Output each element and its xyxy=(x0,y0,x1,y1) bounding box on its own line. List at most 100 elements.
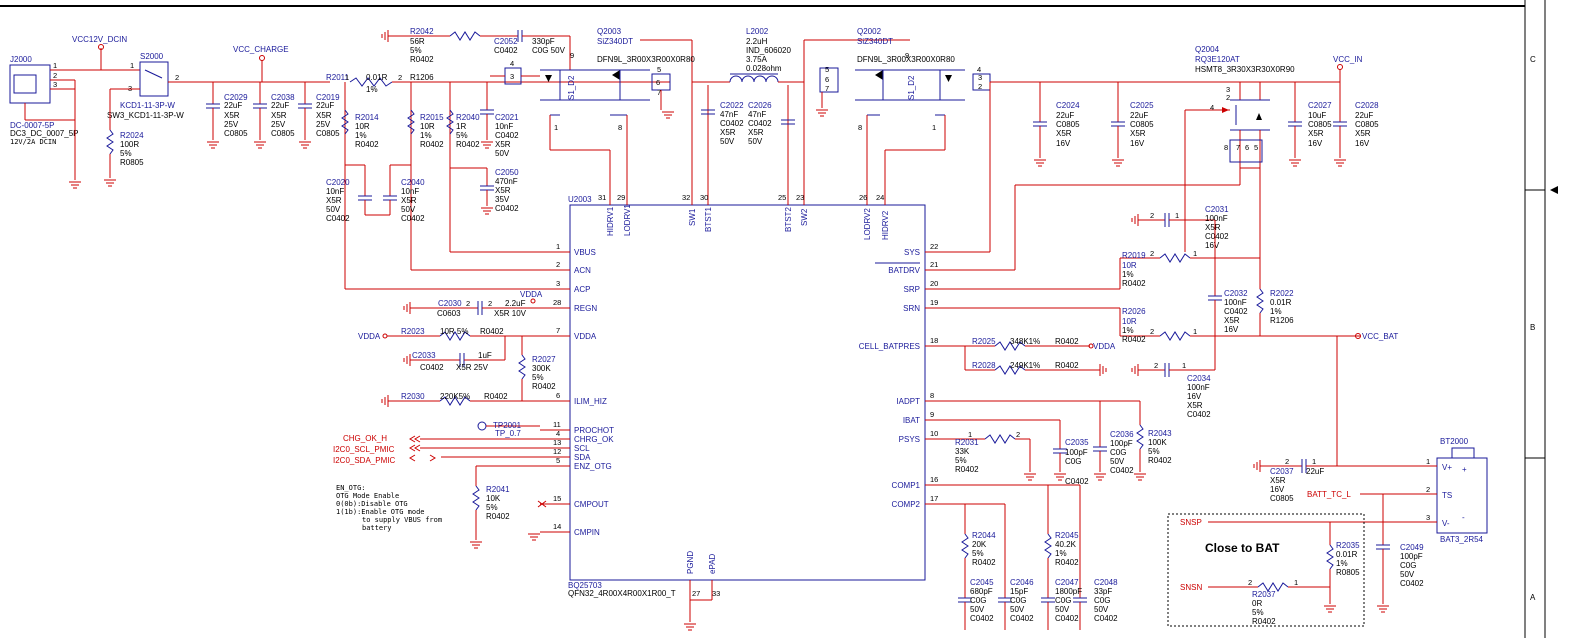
svg-text:16V: 16V xyxy=(1270,485,1285,494)
svg-text:1: 1 xyxy=(1294,578,1298,587)
svg-text:COMP1: COMP1 xyxy=(892,481,921,490)
svg-text:20K: 20K xyxy=(972,540,987,549)
svg-text:C0402: C0402 xyxy=(1065,477,1089,486)
svg-text:100nF: 100nF xyxy=(1224,298,1247,307)
net-vdda-r2023: VDDA xyxy=(358,332,381,341)
svg-text:1%: 1% xyxy=(1336,559,1348,568)
svg-text:R0402: R0402 xyxy=(1122,279,1146,288)
svg-text:7: 7 xyxy=(1236,143,1240,152)
svg-text:X5R: X5R xyxy=(495,140,511,149)
svg-text:25V: 25V xyxy=(271,120,286,129)
svg-text:35V: 35V xyxy=(495,195,510,204)
svg-text:2: 2 xyxy=(1016,430,1020,439)
svg-text:10R: 10R xyxy=(355,122,370,131)
svg-text:50V: 50V xyxy=(401,205,416,214)
svg-text:9: 9 xyxy=(930,410,934,419)
svg-text:C2020: C2020 xyxy=(326,178,350,187)
svg-text:1%: 1% xyxy=(1122,270,1134,279)
svg-text:R2031: R2031 xyxy=(955,438,979,447)
svg-text:C0402: C0402 xyxy=(1224,307,1248,316)
svg-text:15: 15 xyxy=(553,494,561,503)
svg-text:249K1%: 249K1% xyxy=(1010,361,1040,370)
svg-text:C2035: C2035 xyxy=(1065,438,1089,447)
net-snsp: SNSP xyxy=(1180,518,1202,527)
svg-text:C2030: C2030 xyxy=(438,299,462,308)
svg-text:C2040: C2040 xyxy=(401,178,425,187)
svg-text:R0402: R0402 xyxy=(955,465,979,474)
svg-text:R2042: R2042 xyxy=(410,27,434,36)
border-zone-c: C xyxy=(1530,55,1536,64)
svg-text:C0402: C0402 xyxy=(1094,614,1118,623)
r2023: VDDA R2023 10R 5% R0402 xyxy=(358,327,540,341)
svg-text:C0402: C0402 xyxy=(326,214,350,223)
svg-text:50V: 50V xyxy=(720,137,735,146)
svg-text:REGN: REGN xyxy=(574,304,597,313)
svg-text:33K: 33K xyxy=(955,447,970,456)
svg-text:10R: 10R xyxy=(1122,317,1137,326)
svg-text:CELL_BATPRES: CELL_BATPRES xyxy=(859,342,920,351)
svg-text:3: 3 xyxy=(510,72,514,81)
svg-text:4: 4 xyxy=(510,59,514,68)
svg-text:PGND: PGND xyxy=(686,551,695,574)
svg-text:C2036: C2036 xyxy=(1110,430,1134,439)
svg-text:X5R: X5R xyxy=(326,196,342,205)
svg-text:R2037: R2037 xyxy=(1252,590,1276,599)
svg-text:12V/2A DCIN: 12V/2A DCIN xyxy=(10,138,56,146)
svg-text:C2027: C2027 xyxy=(1308,101,1332,110)
net-vcc-in: VCC_IN xyxy=(1333,55,1363,64)
svg-text:R2011: R2011 xyxy=(326,73,350,82)
svg-text:C2019: C2019 xyxy=(316,93,340,102)
svg-text:BTST1: BTST1 xyxy=(704,207,713,232)
svg-text:Q2004: Q2004 xyxy=(1195,45,1220,54)
svg-text:X5R: X5R xyxy=(1224,316,1240,325)
svg-text:22uF: 22uF xyxy=(1056,111,1074,120)
svg-text:C2022: C2022 xyxy=(720,101,744,110)
svg-text:22uF: 22uF xyxy=(316,101,334,110)
s2000-switch: S2000 KCD1-11-3P-W SW3_KCD1-11-3P-W 132 xyxy=(107,52,330,120)
svg-text:VBUS: VBUS xyxy=(574,248,596,257)
svg-text:C2049: C2049 xyxy=(1400,543,1424,552)
svg-text:20: 20 xyxy=(930,279,938,288)
svg-text:8: 8 xyxy=(858,123,862,132)
svg-text:16V: 16V xyxy=(1355,139,1370,148)
svg-text:C2033: C2033 xyxy=(412,351,436,360)
svg-text:C2048: C2048 xyxy=(1094,578,1118,587)
svg-text:SW2: SW2 xyxy=(800,208,809,226)
svg-text:2: 2 xyxy=(175,73,179,82)
svg-text:C0402: C0402 xyxy=(720,119,744,128)
svg-text:Q2002: Q2002 xyxy=(857,27,882,36)
svg-text:18: 18 xyxy=(930,336,938,345)
svg-text:50V: 50V xyxy=(970,605,985,614)
svg-text:DC-0007-5P: DC-0007-5P xyxy=(10,121,54,130)
svg-text:2: 2 xyxy=(53,71,57,80)
svg-text:30: 30 xyxy=(700,193,708,202)
svg-text:X5R: X5R xyxy=(1187,401,1203,410)
net-vcc-charge: VCC_CHARGE xyxy=(233,45,289,54)
svg-text:1: 1 xyxy=(1312,457,1316,466)
svg-text:C2047: C2047 xyxy=(1055,578,1079,587)
svg-text:10: 10 xyxy=(930,429,938,438)
cmpout-nc xyxy=(537,500,547,508)
svg-text:22uF: 22uF xyxy=(271,101,289,110)
svg-text:348K1%: 348K1% xyxy=(1010,337,1040,346)
otg-note: EN_OTG: OTG Mode Enable 0(0b):Disable OT… xyxy=(336,484,442,532)
svg-text:R2030: R2030 xyxy=(401,392,425,401)
c2033: C2033 C0402 1uF X5R 25V xyxy=(403,336,506,372)
svg-text:33pF: 33pF xyxy=(1094,587,1112,596)
svg-text:3: 3 xyxy=(556,279,560,288)
svg-text:R1206: R1206 xyxy=(1270,316,1294,325)
